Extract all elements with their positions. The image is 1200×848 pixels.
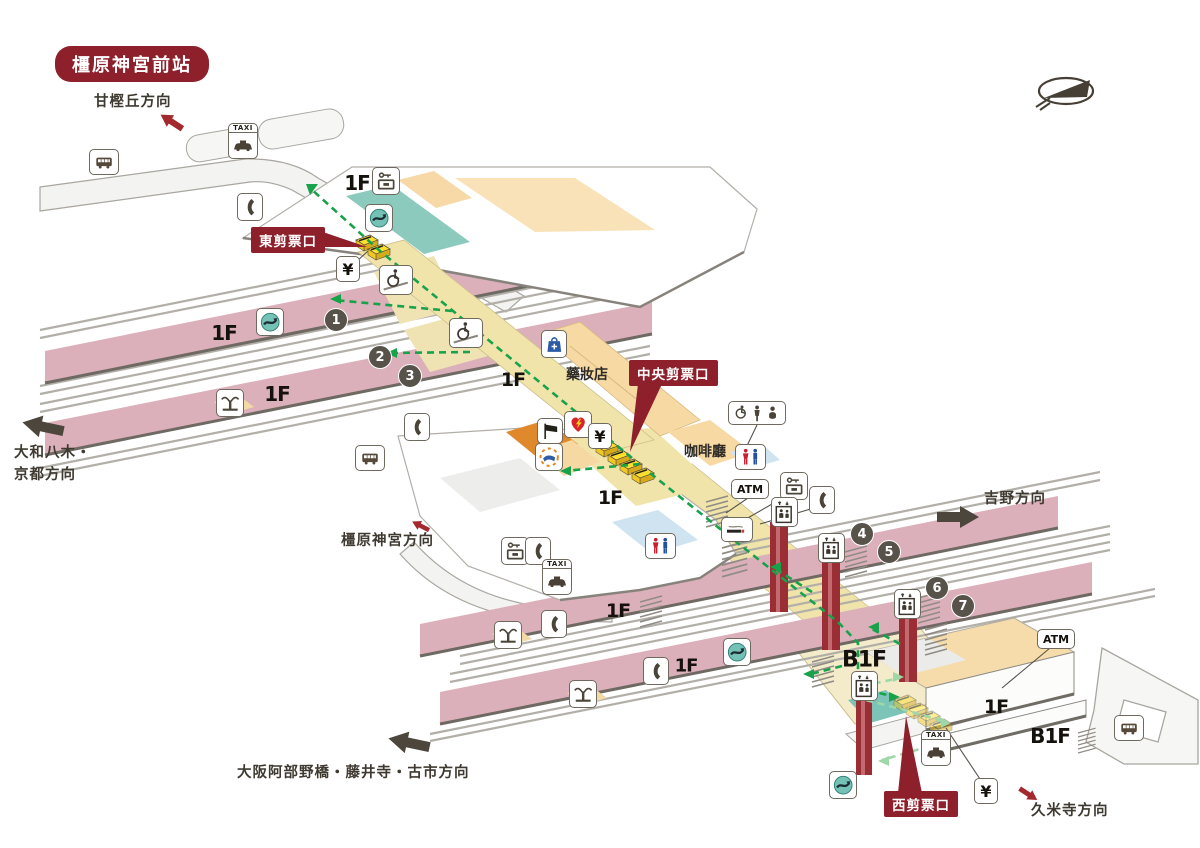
north-compass-icon bbox=[1035, 76, 1095, 111]
gate-pointers bbox=[320, 231, 922, 793]
west-building bbox=[864, 617, 1087, 754]
walking-route-arrowheads bbox=[306, 184, 950, 766]
